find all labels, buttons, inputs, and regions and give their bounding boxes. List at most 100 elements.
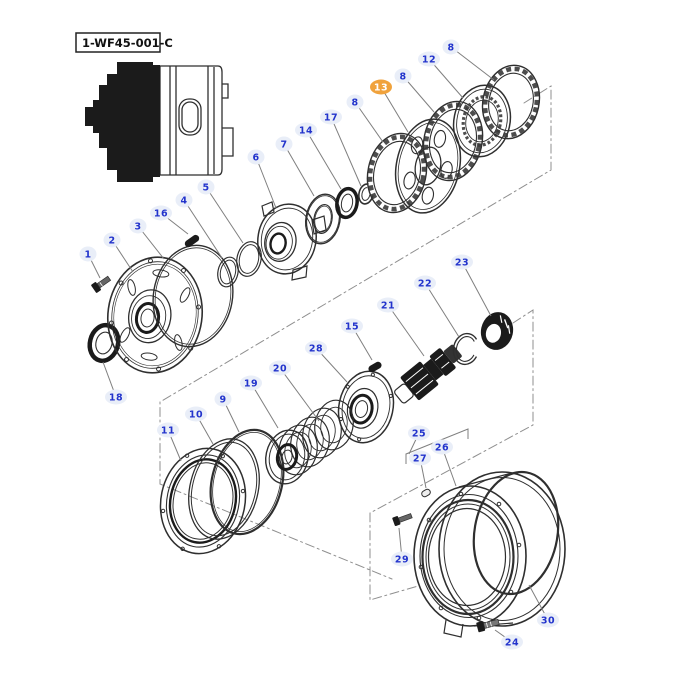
- callout-badge[interactable]: [175, 192, 193, 208]
- callout-number[interactable]: 9: [219, 394, 226, 405]
- callout-30-30[interactable]: 30: [528, 584, 559, 628]
- callout-number[interactable]: 1: [84, 249, 91, 260]
- callout-badge[interactable]: [103, 232, 121, 248]
- callout-number[interactable]: 30: [541, 615, 555, 626]
- callout-badge[interactable]: [269, 360, 291, 376]
- callout-number[interactable]: 10: [189, 409, 203, 420]
- callout-number[interactable]: 5: [202, 182, 209, 193]
- callout-20-21[interactable]: 20: [269, 360, 320, 422]
- callout-16-5[interactable]: 16: [150, 205, 189, 235]
- part-flange-11: [159, 447, 247, 555]
- callout-1-0[interactable]: 1: [79, 246, 101, 279]
- callout-badge[interactable]: [185, 406, 207, 422]
- callout-24-31[interactable]: 24: [494, 629, 523, 650]
- callout-11-25[interactable]: 11: [157, 422, 182, 462]
- callout-number[interactable]: 11: [161, 425, 175, 436]
- callout-number[interactable]: 2: [108, 235, 115, 246]
- callout-6-6[interactable]: 6: [247, 149, 277, 209]
- callout-number[interactable]: 24: [505, 637, 519, 648]
- callout-26-27[interactable]: 26: [431, 439, 457, 487]
- callout-13-11-highlighted[interactable]: 13: [370, 79, 409, 133]
- callout-number[interactable]: 8: [399, 71, 406, 82]
- part-bearing-19: [265, 429, 309, 485]
- callout-3-2[interactable]: 3: [129, 218, 165, 260]
- unit-body-outline: [159, 65, 223, 176]
- callout-number[interactable]: 12: [422, 54, 436, 65]
- callout-number[interactable]: 15: [345, 321, 359, 332]
- callout-badge[interactable]: [414, 275, 436, 291]
- callout-badge[interactable]: [418, 51, 440, 67]
- leader-line: [305, 129, 342, 190]
- callout-19-22[interactable]: 19: [240, 375, 279, 429]
- callout-number[interactable]: 25: [412, 428, 426, 439]
- callout-badge[interactable]: [295, 122, 317, 138]
- callout-badge[interactable]: [305, 340, 327, 356]
- callout-badge[interactable]: [320, 109, 342, 125]
- callout-badge[interactable]: [451, 254, 473, 270]
- callout-17-9[interactable]: 17: [320, 109, 362, 187]
- callout-8-10[interactable]: 8: [346, 94, 384, 143]
- callout-badge[interactable]: [394, 68, 412, 84]
- callout-badge[interactable]: [391, 551, 413, 567]
- callout-number[interactable]: 4: [180, 195, 187, 206]
- callout-number[interactable]: 29: [395, 554, 409, 565]
- callout-number[interactable]: 22: [418, 278, 432, 289]
- callout-28-20[interactable]: 28: [305, 340, 348, 383]
- callout-7-7[interactable]: 7: [275, 136, 315, 197]
- callout-badge[interactable]: [247, 149, 265, 165]
- callout-number[interactable]: 26: [435, 442, 449, 453]
- callout-2-1[interactable]: 2: [103, 232, 134, 273]
- callout-number[interactable]: 3: [134, 221, 141, 232]
- callout-number[interactable]: 13: [374, 82, 388, 93]
- callout-number[interactable]: 8: [447, 42, 454, 53]
- callout-badge[interactable]: [197, 179, 215, 195]
- callout-5-4[interactable]: 5: [197, 179, 244, 244]
- callout-25-26[interactable]: 25: [408, 425, 430, 455]
- callout-12-13[interactable]: 12: [418, 51, 464, 99]
- callout-number[interactable]: 21: [381, 300, 395, 311]
- callout-badge[interactable]: [240, 375, 262, 391]
- callout-number[interactable]: 23: [455, 257, 469, 268]
- callout-badge[interactable]: [377, 297, 399, 313]
- callout-number[interactable]: 20: [273, 363, 287, 374]
- callout-29-29[interactable]: 29: [391, 527, 413, 567]
- callout-10-24[interactable]: 10: [185, 406, 214, 445]
- callout-4-3[interactable]: 4: [175, 192, 223, 259]
- callout-badge[interactable]: [409, 450, 431, 466]
- callout-badge[interactable]: [129, 218, 147, 234]
- callout-badge[interactable]: [346, 94, 364, 110]
- callout-number[interactable]: 6: [252, 152, 259, 163]
- callout-number[interactable]: 18: [109, 392, 123, 403]
- callout-badge[interactable]: [157, 422, 179, 438]
- callout-badge[interactable]: [431, 439, 453, 455]
- callout-15-16[interactable]: 15: [341, 318, 373, 361]
- callout-badge[interactable]: [442, 39, 460, 55]
- callout-badge[interactable]: [537, 612, 559, 628]
- callout-22-18[interactable]: 22: [414, 275, 460, 338]
- callout-number[interactable]: 17: [324, 112, 338, 123]
- callout-14-8[interactable]: 14: [295, 122, 342, 190]
- callout-23-19[interactable]: 23: [451, 254, 492, 317]
- callout-number[interactable]: 28: [309, 343, 323, 354]
- callout-badge[interactable]: [370, 79, 392, 95]
- callout-21-17[interactable]: 21: [377, 297, 425, 357]
- callout-number[interactable]: 27: [413, 453, 427, 464]
- callout-number[interactable]: 14: [299, 125, 313, 136]
- callout-number[interactable]: 16: [154, 208, 168, 219]
- callout-number[interactable]: 19: [244, 378, 258, 389]
- callout-8-14[interactable]: 8: [442, 39, 495, 81]
- callout-badge[interactable]: [105, 389, 127, 405]
- callout-badge[interactable]: [79, 246, 97, 262]
- callout-number[interactable]: 7: [280, 139, 287, 150]
- callout-badge[interactable]: [275, 136, 293, 152]
- callout-badge[interactable]: [341, 318, 363, 334]
- callout-8-12[interactable]: 8: [394, 68, 435, 113]
- callout-badge[interactable]: [501, 634, 523, 650]
- callout-badge[interactable]: [214, 391, 232, 407]
- callout-27-28[interactable]: 27: [409, 450, 431, 489]
- callout-9-23[interactable]: 9: [214, 391, 240, 433]
- callout-badge[interactable]: [408, 425, 430, 441]
- callout-number[interactable]: 8: [351, 97, 358, 108]
- callout-badge[interactable]: [150, 205, 172, 221]
- callout-18-15[interactable]: 18: [102, 361, 127, 405]
